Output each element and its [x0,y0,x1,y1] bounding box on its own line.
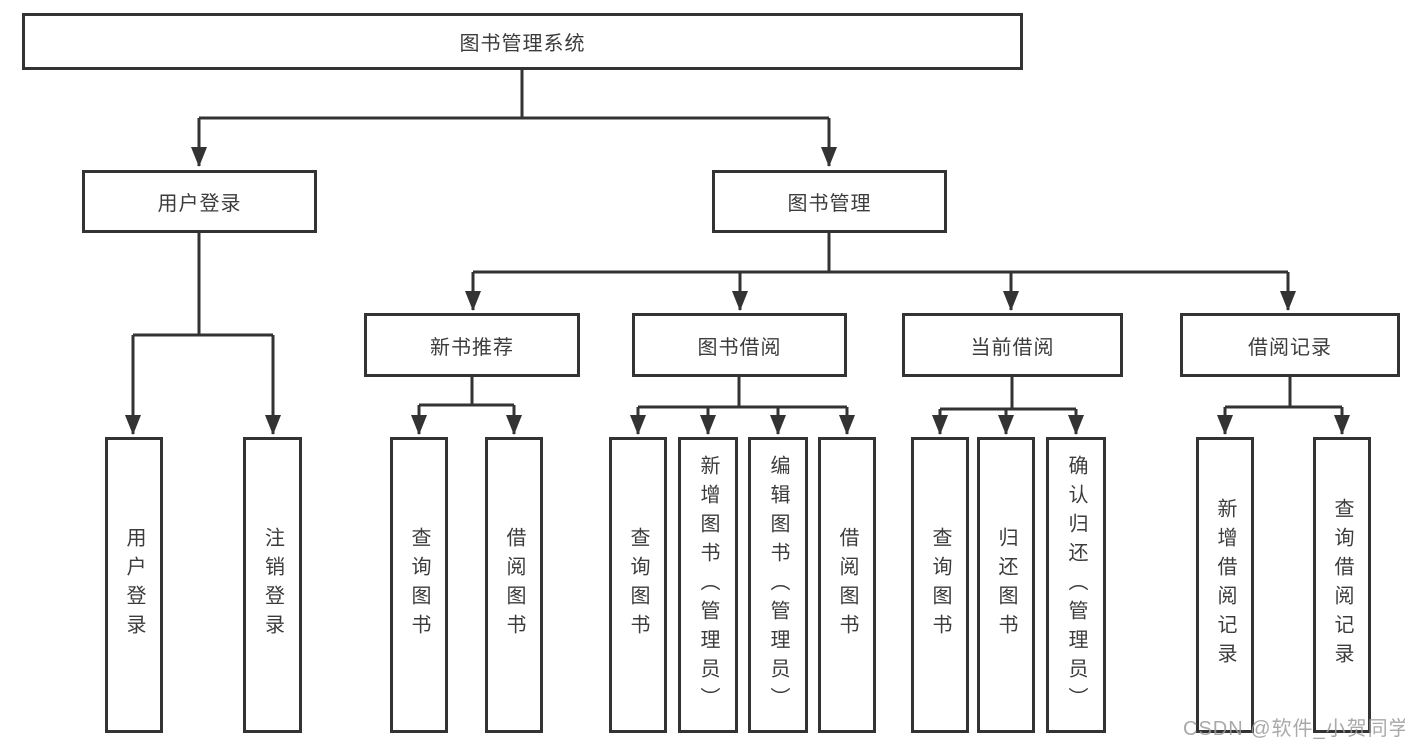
node-current-borrow: 当前借阅 [902,313,1123,377]
leaf-add-borrow-record-label: 新增借阅记录 [1214,498,1236,672]
leaf-query-books-current-label: 查询图书 [929,527,951,643]
leaf-borrow-books-recommend-label: 借阅图书 [503,527,525,643]
leaf-borrow-books: 借阅图书 [818,437,876,733]
node-new-book-recommend-label: 新书推荐 [430,336,514,359]
leaf-return-books-label: 归还图书 [995,527,1017,643]
node-borrow-record-label: 借阅记录 [1248,336,1332,359]
node-root-label: 图书管理系统 [459,33,586,55]
leaf-add-books-admin: 新增图书（管理员） [678,437,738,733]
node-root-library-system: 图书管理系统 [22,13,1023,70]
node-book-borrow: 图书借阅 [632,313,847,377]
leaf-edit-books-admin-label: 编辑图书（管理员） [767,454,789,716]
node-borrow-record: 借阅记录 [1180,313,1400,377]
leaf-user-login: 用户登录 [105,437,163,733]
leaf-query-books-current: 查询图书 [911,437,969,733]
leaf-borrow-books-recommend: 借阅图书 [485,437,543,733]
leaf-confirm-return-admin: 确认归还（管理员） [1046,437,1106,733]
node-user-login-label: 用户登录 [157,193,242,215]
leaf-user-login-label: 用户登录 [123,527,145,643]
leaf-borrow-books-label: 借阅图书 [836,527,858,643]
leaf-query-books-borrow-label: 查询图书 [627,527,649,643]
leaf-query-books-recommend-label: 查询图书 [408,527,430,643]
leaf-query-borrow-record: 查询借阅记录 [1313,437,1371,733]
node-book-borrow-label: 图书借阅 [697,336,782,359]
leaf-add-books-admin-label: 新增图书（管理员） [697,454,719,716]
leaf-return-books: 归还图书 [977,437,1035,733]
node-new-book-recommend: 新书推荐 [364,313,580,377]
node-book-management-label: 图书管理 [787,193,872,215]
csdn-watermark: CSDN @软件_小贺同学 [1183,718,1405,740]
leaf-confirm-return-admin-label: 确认归还（管理员） [1065,454,1087,716]
leaf-logout-label: 注销登录 [261,527,284,643]
leaf-query-borrow-record-label: 查询借阅记录 [1331,498,1353,672]
leaf-edit-books-admin: 编辑图书（管理员） [748,437,808,733]
leaf-add-borrow-record: 新增借阅记录 [1196,437,1254,733]
node-user-login: 用户登录 [82,170,317,233]
leaf-logout: 注销登录 [243,437,302,733]
leaf-query-books-borrow: 查询图书 [609,437,667,733]
node-current-borrow-label: 当前借阅 [970,336,1055,359]
leaf-query-books-recommend: 查询图书 [390,437,448,733]
node-book-management: 图书管理 [712,170,947,233]
